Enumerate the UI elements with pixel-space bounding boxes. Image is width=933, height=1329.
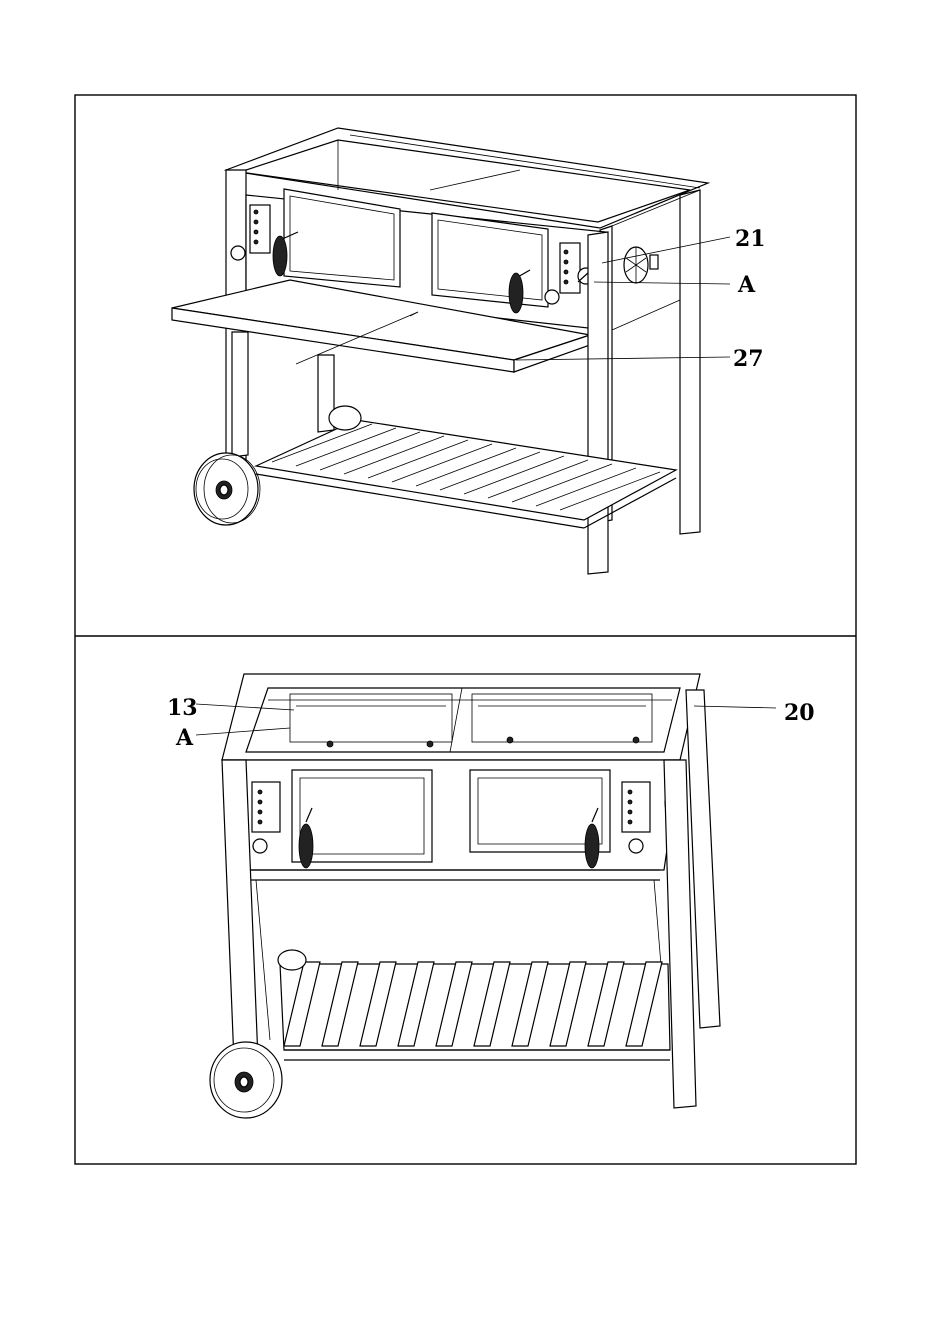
bottom-callout-a: A [175,725,194,751]
top-front-wheel [194,453,260,525]
top-callout-a: A [737,272,756,298]
bottom-callout-20: 20 [784,700,815,726]
bottom-front-wheel [210,1042,282,1118]
bottom-panel-drawing [210,674,720,1118]
top-front-right-leg [588,232,608,574]
top-callout-21: 21 [735,226,766,252]
top-lower-shelf [256,420,676,528]
top-rear-right-leg [680,190,700,534]
top-rear-wheel [329,406,361,430]
bottom-callout-13: 13 [167,695,198,721]
top-panel-drawing [172,128,708,574]
bottom-rear-wheel [278,950,306,970]
bottom-lower-shelf [280,962,670,1060]
top-callout-27: 27 [733,346,764,372]
bottom-control-panel [222,760,680,870]
